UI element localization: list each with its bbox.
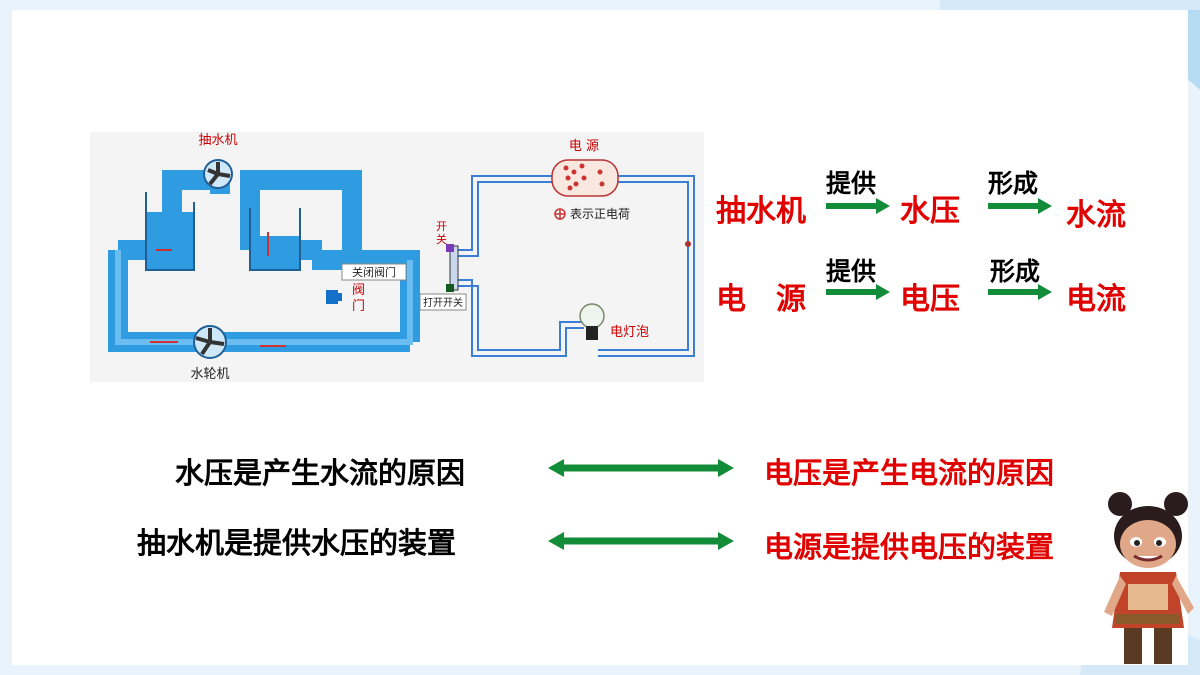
row2-arrow2 (988, 284, 1052, 300)
water-circuit-diagram: 抽水机 水轮机 阀门 关闭阀门 (108, 133, 420, 382)
statement1-double-arrow (548, 459, 734, 477)
pump-fan-icon (203, 159, 233, 189)
row2-verb1: 提供 (826, 257, 877, 286)
row2-start: 电 源 (716, 282, 806, 317)
row2-middle: 电压 (900, 282, 960, 317)
switch-icon (449, 245, 459, 291)
row1-arrow1 (826, 198, 890, 214)
analogy-figure: 抽水机 水轮机 阀门 关闭阀门 (90, 132, 704, 382)
electric-circuit-diagram: 电 源 表示正电荷 开关 打开开关 电灯泡 (419, 139, 695, 357)
turbine-fan-icon (193, 325, 227, 359)
statement1-right: 电压是产生电流的原因 (764, 456, 1055, 490)
row2-verb2: 形成 (990, 257, 1041, 286)
switch-label: 开关 (436, 220, 447, 246)
statement1-left: 水压是产生水流的原因 (175, 456, 466, 490)
positive-charge-note: 表示正电荷 (570, 207, 630, 221)
valve-icon (326, 290, 338, 304)
svg-text:打开开关: 打开开关 (423, 296, 463, 309)
row1-verb1: 提供 (826, 169, 877, 198)
row1-end: 水流 (1066, 198, 1126, 233)
row1-verb2: 形成 (988, 169, 1039, 198)
valve-label: 阀门 (352, 283, 365, 314)
open-switch-button[interactable] (419, 293, 467, 311)
row2-arrow1 (826, 284, 890, 300)
row1-middle: 水压 (900, 194, 960, 229)
bulb-label: 电灯泡 (610, 325, 649, 340)
turbine-label: 水轮机 (190, 367, 229, 382)
pump-label: 抽水机 (198, 133, 237, 148)
statement2-double-arrow (548, 532, 734, 550)
cartoon-boy-character-icon (1104, 492, 1194, 664)
statement2-right: 电源是提供电压的装置 (764, 530, 1055, 564)
svg-text:关闭阀门: 关闭阀门 (352, 265, 396, 279)
light-bulb-icon (579, 303, 605, 340)
row1-arrow2 (988, 198, 1052, 214)
statement2-left: 抽水机是提供水压的装置 (137, 526, 457, 560)
row2-end: 电流 (1066, 282, 1126, 317)
power-source-label: 电 源 (569, 139, 599, 154)
row1-start: 抽水机 (716, 194, 806, 229)
close-valve-button[interactable] (341, 263, 407, 281)
